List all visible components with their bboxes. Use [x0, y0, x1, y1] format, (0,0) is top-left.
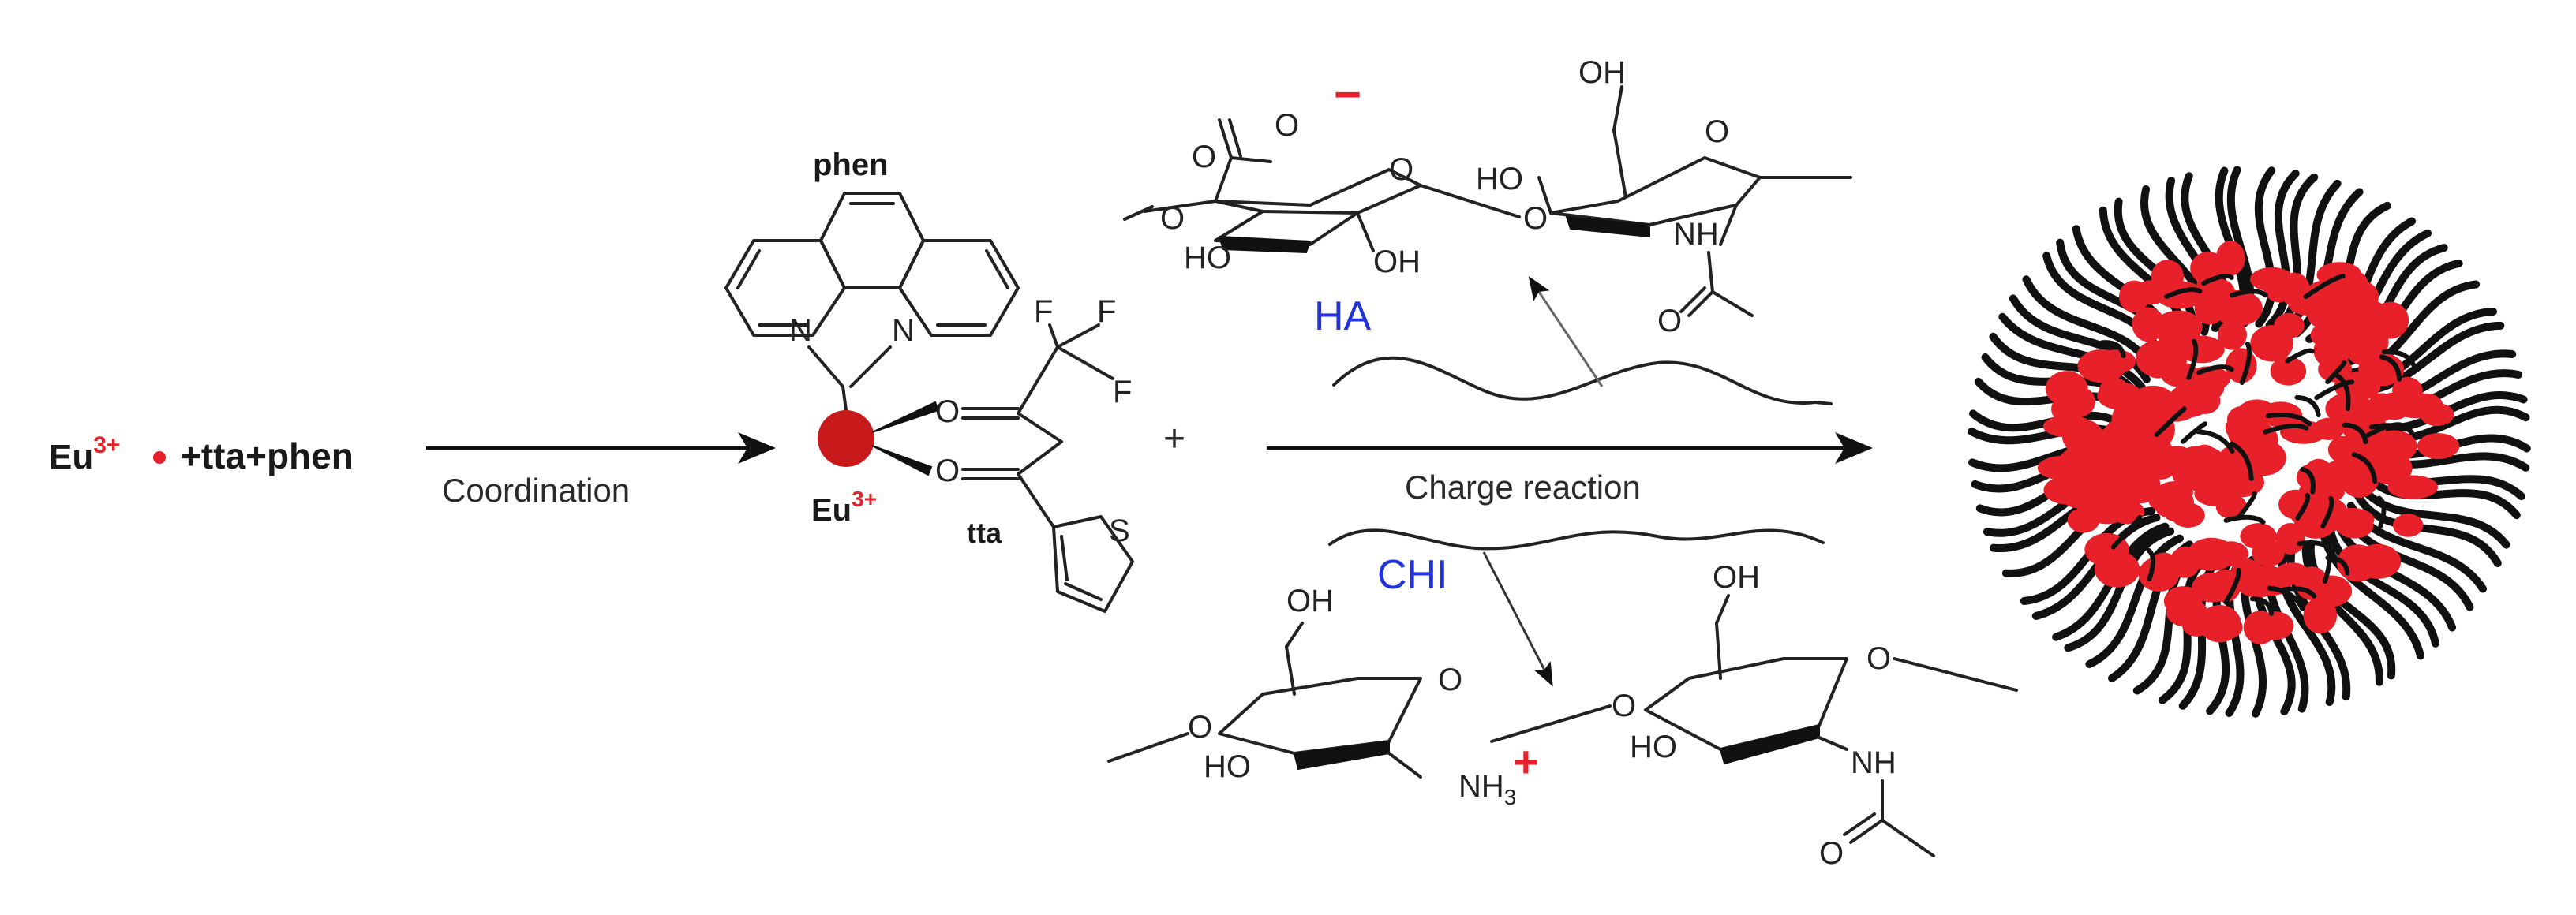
tta-o-bottom: O — [935, 454, 960, 488]
phen-structure — [724, 192, 1020, 337]
thiophene-s: S — [1109, 514, 1130, 548]
chi-ho-2: HO — [1630, 730, 1677, 764]
chi-oh-1: OH — [1286, 584, 1334, 618]
ha-ho-2: HO — [1476, 162, 1523, 196]
reactants-group: Eu3+ +tta+phen — [49, 432, 354, 476]
chi-positive-charge: + — [1513, 737, 1539, 786]
chi-nh3: NH3 — [1458, 769, 1516, 809]
ha-carboxyl-o2: O — [1275, 108, 1299, 143]
ha-oh-1: OH — [1373, 245, 1421, 279]
nanoparticle — [1968, 166, 2531, 718]
chi-ring-o2: O — [1866, 641, 1891, 676]
ha-ether-o1: O — [1160, 201, 1185, 236]
chi-nh: NH — [1851, 745, 1896, 780]
ha-ho-1: HO — [1184, 241, 1231, 275]
reactants-rest-label: +tta+phen — [180, 435, 354, 476]
chi-ether-o: O — [1188, 710, 1212, 745]
ha-oh-2: OH — [1578, 55, 1626, 90]
eu-ion-dot — [153, 451, 166, 464]
ha-acetyl-o: O — [1657, 304, 1682, 338]
plus-sign: + — [1163, 418, 1185, 460]
phen-label: phen — [813, 148, 889, 182]
charge-reaction-label: Charge reaction — [1405, 469, 1641, 506]
ha-chain-line — [1332, 356, 1833, 405]
ha-structure: O O − O O HO OH O HO OH O NH O — [1123, 55, 1852, 338]
eu-complex-label: Eu3+ — [811, 487, 877, 528]
chi-oh-2: OH — [1713, 560, 1760, 595]
phen-n-right: N — [892, 313, 915, 348]
ha-ring-o2: O — [1705, 114, 1729, 149]
chi-acetyl-o: O — [1819, 836, 1844, 871]
chi-ring-o1: O — [1438, 663, 1462, 697]
tta-o-top: O — [935, 394, 960, 429]
ha-label: HA — [1314, 293, 1372, 339]
coordination-label: Coordination — [442, 472, 630, 509]
ha-glycosidic-o: O — [1523, 201, 1548, 236]
chi-pointer-arrow — [1482, 551, 1553, 687]
eu-metal-center — [818, 410, 874, 467]
chi-label: CHI — [1377, 552, 1448, 598]
f-atom-1: F — [1034, 294, 1053, 329]
f-atom-2: F — [1097, 294, 1116, 329]
chi-structure: O OH O HO NH3 + O OH O HO NH O — [1107, 560, 2018, 871]
nanoparticle-red-core — [2037, 241, 2460, 644]
phen-n-left: N — [789, 313, 812, 348]
ha-negative-charge: − — [1334, 68, 1361, 121]
tta-label: tta — [967, 517, 1002, 549]
chi-glycosidic-o: O — [1612, 689, 1636, 723]
eu-complex: phen N N Eu3+ O O — [724, 148, 1134, 613]
eu-ion-label: Eu3+ — [49, 432, 120, 476]
chi-chain-line — [1328, 528, 1825, 551]
ha-nh: NH — [1673, 217, 1719, 252]
ha-carboxyl-o1: O — [1192, 140, 1216, 174]
ha-pointer-arrow — [1528, 276, 1604, 387]
chi-ho-1: HO — [1204, 749, 1251, 784]
f-atom-3: F — [1113, 375, 1132, 409]
ha-ring-o1: O — [1389, 152, 1413, 187]
